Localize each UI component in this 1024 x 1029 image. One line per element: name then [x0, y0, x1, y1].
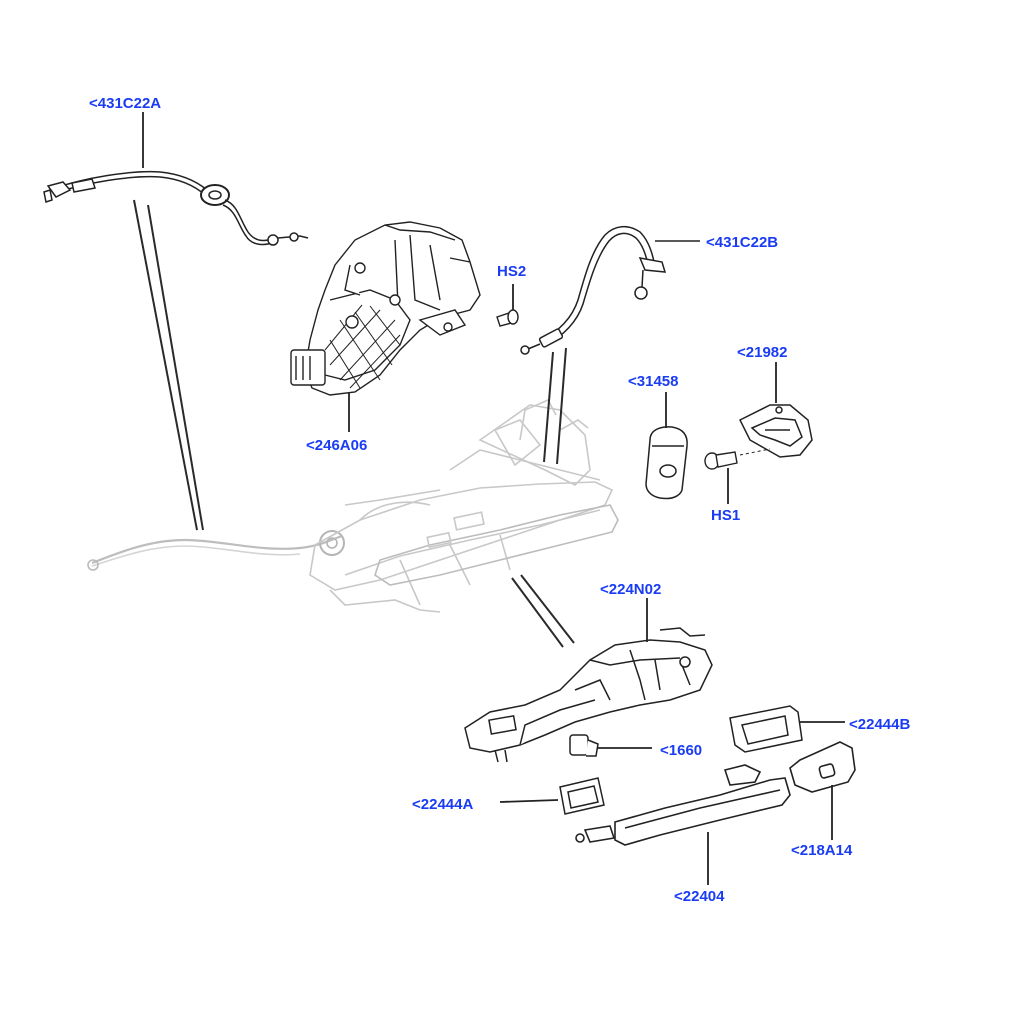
gasket-22444a — [499, 777, 605, 815]
label-246a06[interactable]: <246A06 — [306, 437, 367, 454]
label-431c22b[interactable]: <431C22B — [706, 234, 778, 251]
label-22404[interactable]: <22404 — [674, 888, 725, 905]
gasket-22444b — [729, 705, 845, 753]
cable-431c22b — [520, 226, 700, 355]
part-1660 — [569, 734, 652, 757]
outer-handle-22404 — [575, 764, 791, 885]
leader-lines — [133, 199, 575, 648]
label-hs1[interactable]: HS1 — [711, 507, 740, 524]
handle-carrier-224n02 — [464, 598, 713, 763]
label-1660[interactable]: <1660 — [660, 742, 702, 759]
label-21982[interactable]: <21982 — [737, 344, 787, 361]
label-218a14[interactable]: <218A14 — [791, 842, 853, 859]
label-leaders — [142, 112, 350, 432]
end-cap-218a14 — [789, 741, 856, 840]
label-hs2[interactable]: HS2 — [497, 263, 526, 280]
label-431c22a[interactable]: <431C22A — [89, 95, 161, 112]
cable-431c22a — [43, 170, 309, 246]
striker-21982 — [738, 362, 813, 458]
callout-labels: <431C22A HS2 <431C22B <21982 <31458 <246… — [89, 95, 910, 905]
screw-hs2 — [496, 284, 519, 327]
label-31458[interactable]: <31458 — [628, 373, 678, 390]
label-224n02[interactable]: <224N02 — [600, 581, 661, 598]
bolt-hs1 — [704, 448, 771, 504]
door-lock-246a06 — [290, 221, 481, 396]
label-22444b[interactable]: <22444B — [849, 716, 910, 733]
ghost-assembly — [87, 398, 619, 613]
cap-31458 — [645, 392, 688, 500]
label-22444a[interactable]: <22444A — [412, 796, 473, 813]
